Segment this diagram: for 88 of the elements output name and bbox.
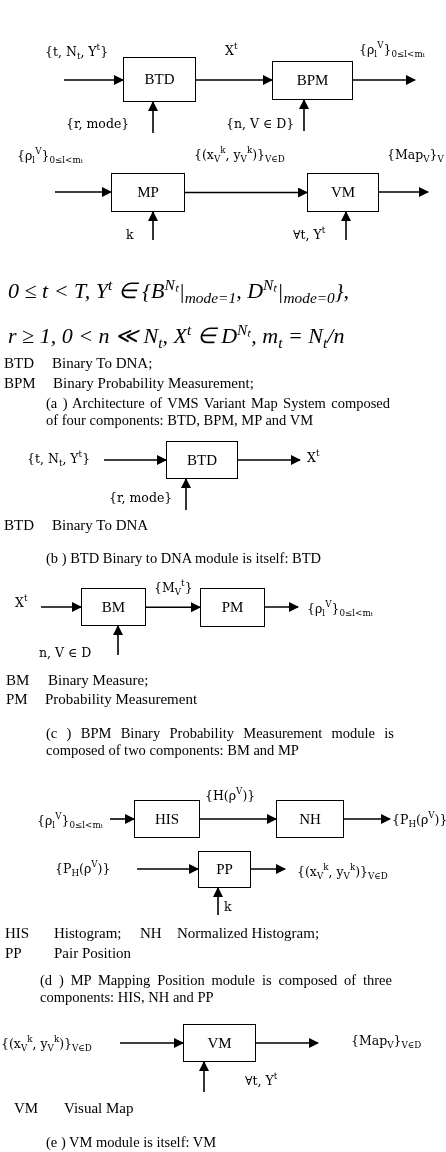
arrow: [63, 75, 124, 85]
glossary-text: Normalized Histogram;: [177, 925, 320, 943]
edge-label: {Map$_{V}$}$_{V∈D}$: [350, 1032, 423, 1048]
glossary-text: Histogram;: [54, 925, 122, 943]
edge-label: n, V ∈ D: [38, 644, 93, 660]
arrow: [136, 864, 199, 874]
edge-label: {t, N$_{t}$, Y$^{t}$}: [44, 43, 110, 59]
edge-label: {ρ$_{l}$$^{V}$}$_{0≤l<mₜ}$: [306, 600, 374, 616]
process-box: BPM: [272, 61, 353, 100]
arrow: [264, 602, 299, 612]
arrow: [113, 625, 123, 656]
glossary-text: BTD: [4, 355, 34, 373]
arrow: [255, 1038, 319, 1048]
arrow: [145, 602, 201, 613]
formula: r ≥ 1, 0 < n ≪ N$_{t}$, X$^{t}$ ∈ D$^{Nₜ}$, m$_{t}$ = N$_{t}$/n: [8, 323, 345, 349]
caption: (b ) BTD Binary to DNA module is itself: BTD: [46, 550, 323, 568]
edge-label: {Map$_{V}$}$_{V}$: [386, 146, 445, 162]
glossary-text: BPM: [4, 375, 36, 393]
edge-label: ∀t, Y$^{t}$: [292, 226, 327, 242]
edge-label: k: [125, 226, 135, 242]
process-box: NH: [276, 800, 344, 838]
caption: (a ) Architecture of VMS Variant Map System composed of four components: BTD, BPM, MP and VM: [46, 395, 390, 430]
caption: (e ) VM module is itself: VM: [46, 1134, 218, 1152]
arrow: [54, 187, 112, 197]
glossary-text: PP: [5, 945, 22, 963]
arrow: [237, 455, 301, 465]
edge-label: {t, N$_{t}$, Y$^{t}$}: [26, 450, 92, 466]
edge-label: {ρ$_{l}$$^{V}$}$_{0≤l<mₜ}$: [16, 147, 84, 163]
edge-label: X$^{t}$: [306, 449, 321, 465]
edge-label: ∀t, Y$^{t}$: [244, 1072, 279, 1088]
process-box: BM: [81, 588, 146, 626]
arrow: [352, 75, 416, 85]
caption: (d ) MP Mapping Position module is composed of three components: HIS, NH and PP: [40, 972, 392, 1007]
arrow: [213, 887, 223, 916]
process-box: BTD: [166, 441, 238, 479]
edge-label: {P$_{H}$(ρ$^{V}$)}: [391, 811, 446, 827]
process-box: VM: [307, 173, 379, 212]
glossary-text: Visual Map: [64, 1100, 134, 1118]
glossary-text: NH: [140, 925, 162, 943]
edge-label: {(x$_{V}$$^{k}$, y$_{V}$$^{k}$)}$_{V∈D}$: [193, 146, 286, 162]
formula: 0 ≤ t < T, Y$^{t}$ ∈ {B$^{Nₜ}$|$_{mode=1}$, D$^{Nₜ}$|$_{mode=0}$},: [8, 278, 350, 304]
edge-label: {M$_{V}$$^{t}$}: [153, 579, 194, 595]
edge-label: {ρ$_{l}$$^{V}$}$_{0≤l<mₜ}$: [358, 41, 426, 57]
glossary-text: Pair Position: [54, 945, 132, 963]
arrow: [299, 99, 309, 132]
glossary-text: Probability Measurement: [45, 691, 198, 709]
process-box: VM: [183, 1024, 256, 1062]
arrow: [181, 478, 191, 511]
glossary-text: VM: [14, 1100, 39, 1118]
process-box: PP: [198, 851, 251, 888]
edge-label: {r, mode}: [108, 489, 174, 505]
glossary-text: HIS: [5, 925, 30, 943]
arrow: [199, 1061, 209, 1093]
edge-label: {(x$_{V}$$^{k}$, y$_{V}$$^{k}$)}$_{V∈D}$: [0, 1035, 93, 1051]
glossary-text: BTD: [4, 517, 34, 535]
process-box: MP: [111, 173, 185, 212]
process-box: PM: [200, 588, 265, 627]
arrow: [199, 814, 277, 824]
glossary-text: PM: [6, 691, 28, 709]
arrow: [341, 211, 351, 241]
glossary-text: Binary Probability Measurement;: [53, 375, 254, 393]
arrow: [195, 75, 273, 85]
arrow: [343, 814, 391, 824]
edge-label: {n, V ∈ D}: [225, 115, 296, 131]
arrow: [250, 864, 286, 874]
arrow: [148, 101, 158, 134]
edge-label: {ρ$_{l}$$^{V}$}$_{0≤l<mₜ}$: [36, 812, 104, 828]
arrow: [40, 602, 82, 612]
edge-label: {(x$_{V}$$^{k}$, y$_{V}$$^{k}$)}$_{V∈D}$: [296, 863, 389, 879]
edge-label: X$^{t}$: [14, 594, 29, 610]
edge-label: {H(ρ$^{V}$)}: [204, 787, 257, 803]
arrow: [148, 211, 158, 241]
glossary-text: Binary To DNA;: [52, 355, 153, 373]
edge-label: k: [223, 898, 233, 914]
caption: (c ) BPM Binary Probability Measurement module is composed of two components: BM and MP: [46, 725, 394, 760]
arrow: [103, 455, 167, 465]
glossary-text: Binary To DNA: [52, 517, 149, 535]
arrow: [378, 187, 429, 197]
arrow: [184, 187, 308, 198]
arrow: [119, 1038, 184, 1048]
process-box: HIS: [134, 800, 200, 838]
edge-label: X$^{t}$: [224, 42, 239, 58]
edge-label: {r, mode}: [65, 115, 131, 131]
edge-label: {P$_{H}$(ρ$^{V}$)}: [54, 860, 112, 876]
process-box: BTD: [123, 57, 196, 102]
arrow: [109, 814, 135, 824]
glossary-text: Binary Measure;: [48, 672, 149, 690]
glossary-text: BM: [6, 672, 30, 690]
